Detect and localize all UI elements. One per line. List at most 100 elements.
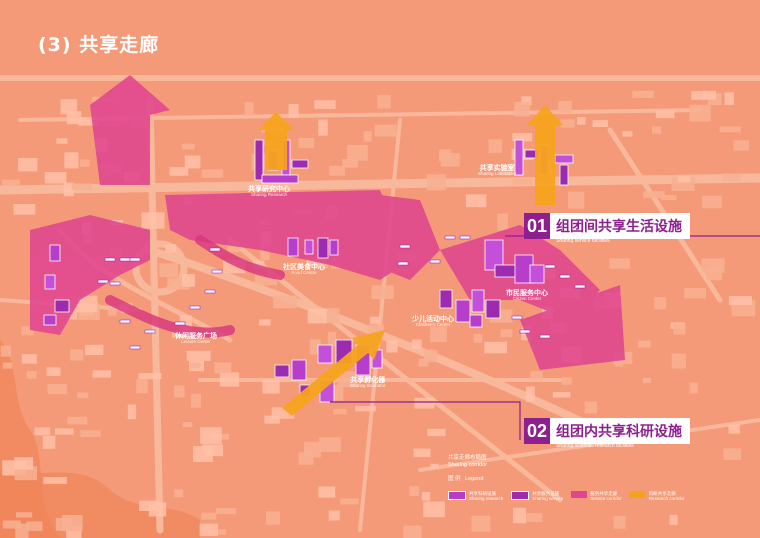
facility-dash [129,257,141,262]
facility-dash [109,281,121,286]
facility-dash [209,247,221,252]
facility-building [469,314,483,328]
building-block [642,377,651,384]
building-block [227,241,240,253]
building-block [684,288,706,299]
legend-title-cn: 共享走廊布局图 [448,455,487,461]
label-citizen-center-en: Citizen Center [512,296,542,302]
building-block [199,523,218,536]
building-block [107,307,117,316]
research-corridor-swatch-icon [629,490,646,498]
building-block [79,159,90,167]
building-block [77,295,98,313]
callout-01-sub: Sharing service facilities [556,238,610,244]
building-block [677,175,691,183]
building-block [172,330,186,338]
callout-02-sub: Sharing scientific research facilities [556,443,634,449]
facility-building [287,237,299,257]
facility-dash [429,259,441,264]
building-block [139,500,159,511]
legend-item-en: Sharing research [469,496,504,502]
label-research-center-cn: 共享研究中心 [248,185,290,193]
facility-building [514,139,524,176]
facility-building [54,299,70,313]
building-block [471,515,491,532]
building-block [497,213,508,231]
building-block [558,100,572,113]
building-block [271,407,295,419]
legend-item-en: Sharing service [532,496,564,502]
building-block [327,331,337,347]
building-block [524,513,543,523]
building-block [320,260,329,269]
corridor-bands [105,235,285,338]
callout-01: 01 组团间共享生活设施 [524,213,690,239]
building-block [584,401,598,414]
label-laboratory-cn: 共享实验室 [479,164,515,172]
building-block [439,149,452,162]
facility-building [254,139,264,181]
building-block [413,448,431,458]
building-block [347,145,368,161]
label-laboratory-en: Sharing Laboratory [478,171,517,177]
building-block [363,131,372,142]
roundabout [132,240,188,296]
facility-dash [397,261,409,266]
building-block [189,362,201,368]
building-block [191,393,201,408]
callout-01-number: 01 [524,213,550,239]
facility-building [317,237,329,259]
facility-dash [519,329,531,334]
facility-building [291,159,309,169]
facility-dash [104,257,116,262]
building-block [259,319,271,326]
building-block [54,428,74,435]
building-block [430,463,439,470]
facility-building [291,359,307,381]
building-block [15,523,29,538]
building-block [377,95,391,109]
building-block [513,507,526,524]
building-block [217,529,227,535]
building-block [184,155,201,169]
facility-dash [544,264,556,269]
arrow-research-up [258,112,294,170]
building-block [174,489,184,498]
building-block [34,427,51,436]
facility-building [43,314,57,326]
building-block [342,158,359,168]
building-block [369,316,380,324]
building-block [63,182,74,197]
building-block [2,179,20,186]
building-block [638,340,651,348]
building-block [13,204,36,215]
building-block [0,345,12,357]
research-swatch-icon [448,490,466,500]
building-block [560,119,575,128]
label-food-centre: 社区美食中心 Food Centre [283,263,325,276]
building-block [60,99,78,115]
facility-building [455,299,471,323]
building-block [47,384,67,395]
building-block [304,441,321,458]
building-block [181,143,195,150]
building-block [159,263,179,277]
label-incubator-cn: 共享孵化器 [350,376,386,384]
building-block [703,90,717,100]
facility-building [317,344,333,364]
building-block [18,158,38,172]
building-block [652,126,662,134]
building-block [2,520,21,529]
building-block [85,344,104,355]
label-food-centre-en: Food Centre [291,270,317,276]
building-block [324,308,340,324]
building-block [165,244,177,254]
callout-02: 02 组团内共享科研设施 [524,418,690,444]
building-block [309,339,321,355]
building-block [257,140,273,146]
building-block [136,379,148,394]
facility-dash [539,334,551,339]
